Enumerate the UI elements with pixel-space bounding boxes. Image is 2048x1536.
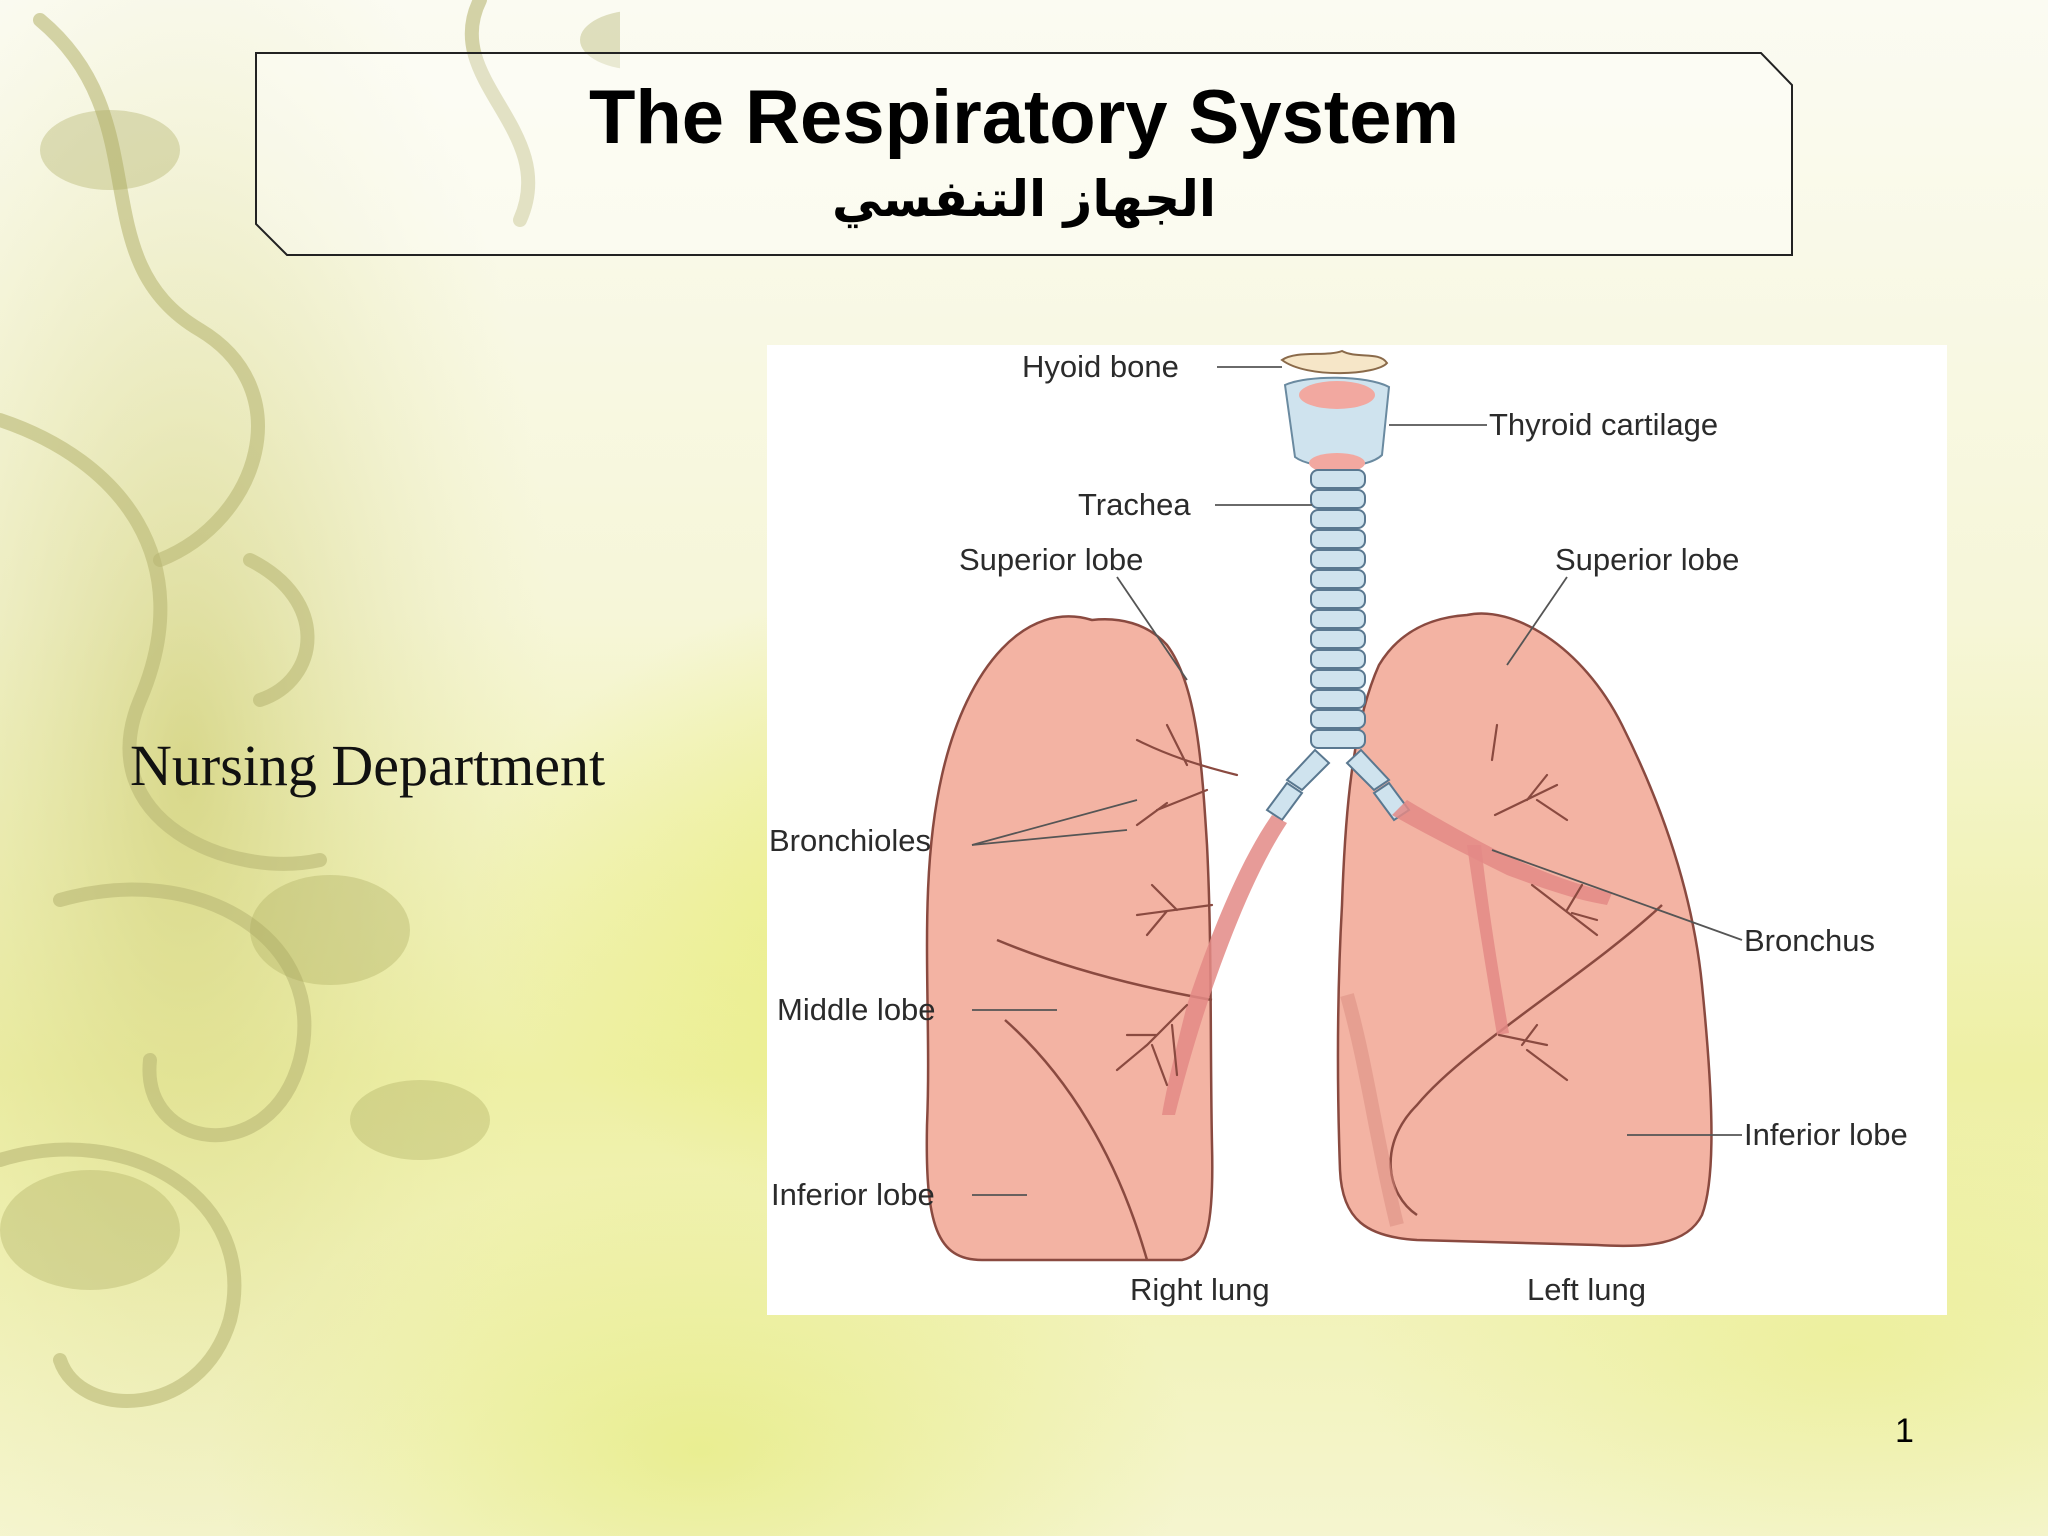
department-label: Nursing Department	[130, 733, 606, 798]
hyoid-bone	[1280, 349, 1389, 375]
label-right-lung: Right lung	[1130, 1272, 1270, 1307]
page-title-arabic: الجهاز التنفسي	[831, 170, 1217, 228]
title-box: The Respiratory System الجهاز التنفسي	[255, 52, 1793, 256]
label-superior-lobe-right: Superior lobe	[959, 542, 1143, 577]
label-inferior-lobe-right: Inferior lobe	[771, 1177, 935, 1212]
label-superior-lobe-left: Superior lobe	[1555, 542, 1739, 577]
bronchus-left	[1392, 800, 1612, 905]
title-frame	[255, 52, 1793, 256]
label-thyroid-cartilage: Thyroid cartilage	[1489, 407, 1718, 442]
respiratory-diagram: Hyoid bone Thyroid cartilage Trachea Sup…	[767, 345, 1947, 1315]
lungs-illustration: Hyoid bone Thyroid cartilage Trachea Sup…	[769, 349, 1908, 1307]
label-bronchioles: Bronchioles	[769, 823, 931, 858]
page-title: The Respiratory System	[588, 75, 1460, 160]
bronchus-right	[1162, 815, 1287, 1115]
right-lung	[925, 615, 1214, 1262]
trachea	[1265, 469, 1411, 822]
label-trachea: Trachea	[1078, 487, 1191, 522]
label-hyoid-bone: Hyoid bone	[1022, 349, 1179, 384]
decorative-swirl	[0, 0, 620, 1536]
left-lung	[1336, 612, 1713, 1248]
label-bronchus: Bronchus	[1744, 923, 1875, 958]
label-inferior-lobe-left: Inferior lobe	[1744, 1117, 1908, 1152]
label-left-lung: Left lung	[1527, 1272, 1646, 1307]
label-middle-lobe: Middle lobe	[777, 992, 936, 1027]
page-number: 1	[1895, 1412, 1914, 1450]
